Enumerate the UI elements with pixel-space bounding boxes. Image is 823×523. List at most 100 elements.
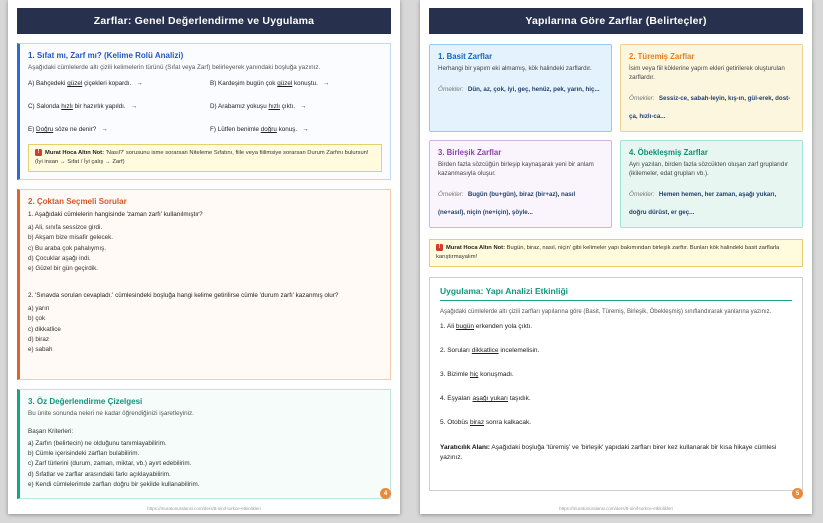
question-text: 2. 'Sınavda sorulan cevapladı.' cümlesin… (28, 291, 339, 299)
question-block-1: 1. Aşağıdaki cümlelerin hangisinde 'zama… (28, 210, 382, 275)
criterion: d) Sıfatlar ve zarflar arasındaki farkı … (28, 470, 171, 478)
option: b) Akşam bize misafir gelecek. (28, 234, 114, 242)
item-text: erkenden yola çıktı. (473, 323, 533, 331)
card-title: 1. Basit Zarflar (438, 52, 493, 61)
worksheet-page-left: Zarflar: Genel Değerlendirme ve Uygulama… (8, 0, 400, 514)
note-text: 'Nasıl?' sorusunu isme sorarsan Niteleme… (35, 149, 369, 165)
section-intro: Bu ünite sonunda neleri ne kadar öğrendi… (28, 409, 194, 417)
item-text: D) Arabamız yokuşu (210, 102, 269, 110)
criterion: e) Kendi cümlelerimde zarfları doğru bir… (28, 481, 200, 489)
item-text: sonra kalkacak. (484, 419, 532, 427)
page-title: Zarflar: Genel Değerlendirme ve Uygulama (17, 8, 391, 34)
option: c) Bu araba çok pahalıymış. (28, 244, 107, 252)
underlined-word: Doğru (36, 125, 54, 133)
examples-label: Örnekler: (629, 94, 655, 102)
note-label: Murat Hoca Altın Not: (446, 245, 506, 252)
footer-url: https://muratonuralansi.com/ders/8-sinif… (147, 506, 261, 511)
options-list: a) yarın b) çok c) dikkatlice d) biraz e… (28, 304, 382, 356)
card-obeklesmis-zarflar: 4. Öbekleşmiş Zarflar Ayrı yazılan, bird… (620, 140, 803, 228)
examples-text: Bugün (bu+gün), biraz (bir+az), nasıl (n… (438, 190, 576, 216)
item-text: çiçekleri kopardı. → (82, 79, 143, 87)
criteria-label: Başarı Kriterleri: (28, 427, 74, 435)
section-title: 3. Öz Değerlendirme Çizelgesi (28, 396, 143, 406)
exercise-item: A) Bahçedeki güzel çiçekleri kopardı. → (28, 80, 200, 87)
option: d) Çocuklar aşağı indi. (28, 255, 91, 263)
item-text: konuş. → (276, 125, 309, 133)
alert-icon: ! (436, 244, 443, 251)
item-text: çıktı. → (280, 102, 307, 110)
teacher-note: !Murat Hoca Altın Not: Bugün, biraz, nas… (429, 239, 803, 267)
section-title: 2. Çoktan Seçmeli Sorular (28, 196, 127, 206)
exercise-sentence: 1. Ali bugün erkenden yola çıktı. (440, 323, 792, 330)
exercise-sentence: 5. Otobüs biraz sonra kalkacak. (440, 419, 792, 426)
section-sifat-mi-zarf-mi: 1. Sıfat mı, Zarf mı? (Kelime Rolü Anali… (17, 43, 391, 180)
examples-text: Hemen hemen, her zaman, aşağı yukarı, do… (629, 190, 777, 216)
criterion: b) Cümle içerisindeki zarfları bulabilir… (28, 450, 140, 457)
section-title: 1. Sıfat mı, Zarf mı? (Kelime Rolü Anali… (28, 51, 184, 60)
exercise-sentence: 3. Bizimle hiç konuşmadı. (440, 371, 792, 378)
option: a) yarın (28, 304, 50, 312)
underlined-word: aşağı yukarı (472, 395, 508, 403)
item-text: 2. Soruları (440, 347, 472, 355)
underlined-word: dikkatlice (471, 347, 499, 355)
item-text: B) Kardeşim bugün çok (210, 79, 278, 87)
underlined-word: hiç (469, 371, 479, 379)
criteria-list: a) Zarfın (belirtecin) ne olduğunu tanım… (28, 439, 382, 491)
exercise-sentence: 4. Eşyaları aşağı yukarı taşıdık. (440, 395, 792, 402)
item-text: 1. Ali (440, 323, 456, 331)
item-text: 4. Eşyaları (440, 395, 473, 403)
exercise-sentence: 2. Soruları dikkatlice incelemelisin. (440, 347, 792, 354)
option: b) çok (28, 315, 46, 323)
creative-area: Yaratıcılık Alanı: Aşağıdaki boşluğa 'tü… (440, 443, 792, 463)
examples-text: Dün, az, çok, iyi, geç, henüz, pek, yarı… (467, 85, 600, 93)
item-text: F) Lütfen benimle (210, 125, 261, 133)
criterion: c) Zarf türlerini (durum, zaman, miktar,… (28, 460, 192, 468)
exercise-item: D) Arabamız yokuşu hızlı çıktı. → (210, 103, 382, 110)
exercise-item: B) Kardeşim bugün çok güzel konuştu. → (210, 80, 382, 87)
section-oz-degerlendirme: 3. Öz Değerlendirme Çizelgesi Bu ünite s… (17, 388, 391, 499)
examples-text: Sessiz-ce, sabah-leyin, kış-ın, gül-erek… (629, 94, 791, 120)
item-text: E) (28, 125, 37, 133)
alert-icon: ! (35, 148, 42, 156)
item-text: bir hazırlık yapıldı. → (72, 102, 138, 110)
examples-label: Örnekler: (438, 190, 464, 198)
card-description: Birden fazla sözcüğün birleşip kaynaşara… (438, 161, 594, 177)
card-birlesik-zarflar: 3. Birleşik Zarflar Birden fazla sözcüğü… (429, 140, 612, 228)
item-text: incelemelisin. (498, 347, 540, 355)
item-text: konuşmadı. (478, 371, 514, 379)
card-title: 3. Birleşik Zarflar (438, 148, 502, 157)
item-text: 5. Otobüs (440, 419, 470, 427)
option: e) Güzel bir gün geçirdik. (28, 265, 98, 273)
page-number-badge: 5 (792, 488, 803, 499)
section-title: Uygulama: Yapı Analizi Etkinliği (440, 286, 792, 301)
card-description: İsim veya fiil köklerine yapım ekleri ge… (629, 65, 785, 81)
section-intro: Aşağıdaki cümlelerde altı çizili kelimel… (28, 64, 321, 71)
note-text: Bugün, biraz, nasıl, niçin' gibi kelimel… (436, 245, 780, 261)
card-basit-zarflar: 1. Basit Zarflar Herhangi bir yapım eki … (429, 44, 612, 132)
note-label: Murat Hoca Altın Not: (45, 149, 105, 156)
question-text: 1. Aşağıdaki cümlelerin hangisinde 'zama… (28, 210, 203, 218)
underlined-word: hızlı (61, 102, 73, 110)
card-description: Herhangi bir yapım eki almamış, kök hali… (438, 65, 592, 72)
criterion: a) Zarfın (belirtecin) ne olduğunu tanım… (28, 439, 167, 447)
option: c) dikkatlice (28, 325, 61, 333)
underlined-word: güzel (67, 79, 83, 87)
section-intro: Aşağıdaki cümlelerde altı çizili zarflar… (440, 309, 772, 315)
exercise-item: E) Doğru söze ne denir? → (28, 126, 200, 133)
card-title: 2. Türemiş Zarflar (629, 52, 695, 61)
item-text: 3. Bizimle (440, 371, 470, 379)
card-title: 4. Öbekleşmiş Zarflar (629, 148, 708, 157)
question-block-2: 2. 'Sınavda sorulan cevapladı.' cümlesin… (28, 291, 382, 356)
underlined-word: bugün (455, 323, 474, 331)
zarf-type-grid: 1. Basit Zarflar Herhangi bir yapım eki … (429, 44, 803, 228)
item-text: söze ne denir? → (53, 125, 108, 133)
options-list: a) Ali, sınıfa sessizce girdi. b) Akşam … (28, 223, 382, 275)
item-text: taşıdık. (507, 395, 531, 403)
examples-label: Örnekler: (438, 85, 464, 93)
worksheet-page-right: Yapılarına Göre Zarflar (Belirteçler) 1.… (420, 0, 812, 514)
page-title: Yapılarına Göre Zarflar (Belirteçler) (429, 8, 803, 34)
creative-label: Yaratıcılık Alanı: (440, 444, 490, 452)
card-description: Ayrı yazılan, birden fazla sözcükten olu… (629, 161, 789, 177)
item-text: konuştu. → (292, 79, 330, 87)
item-text: A) Bahçedeki (28, 79, 68, 87)
